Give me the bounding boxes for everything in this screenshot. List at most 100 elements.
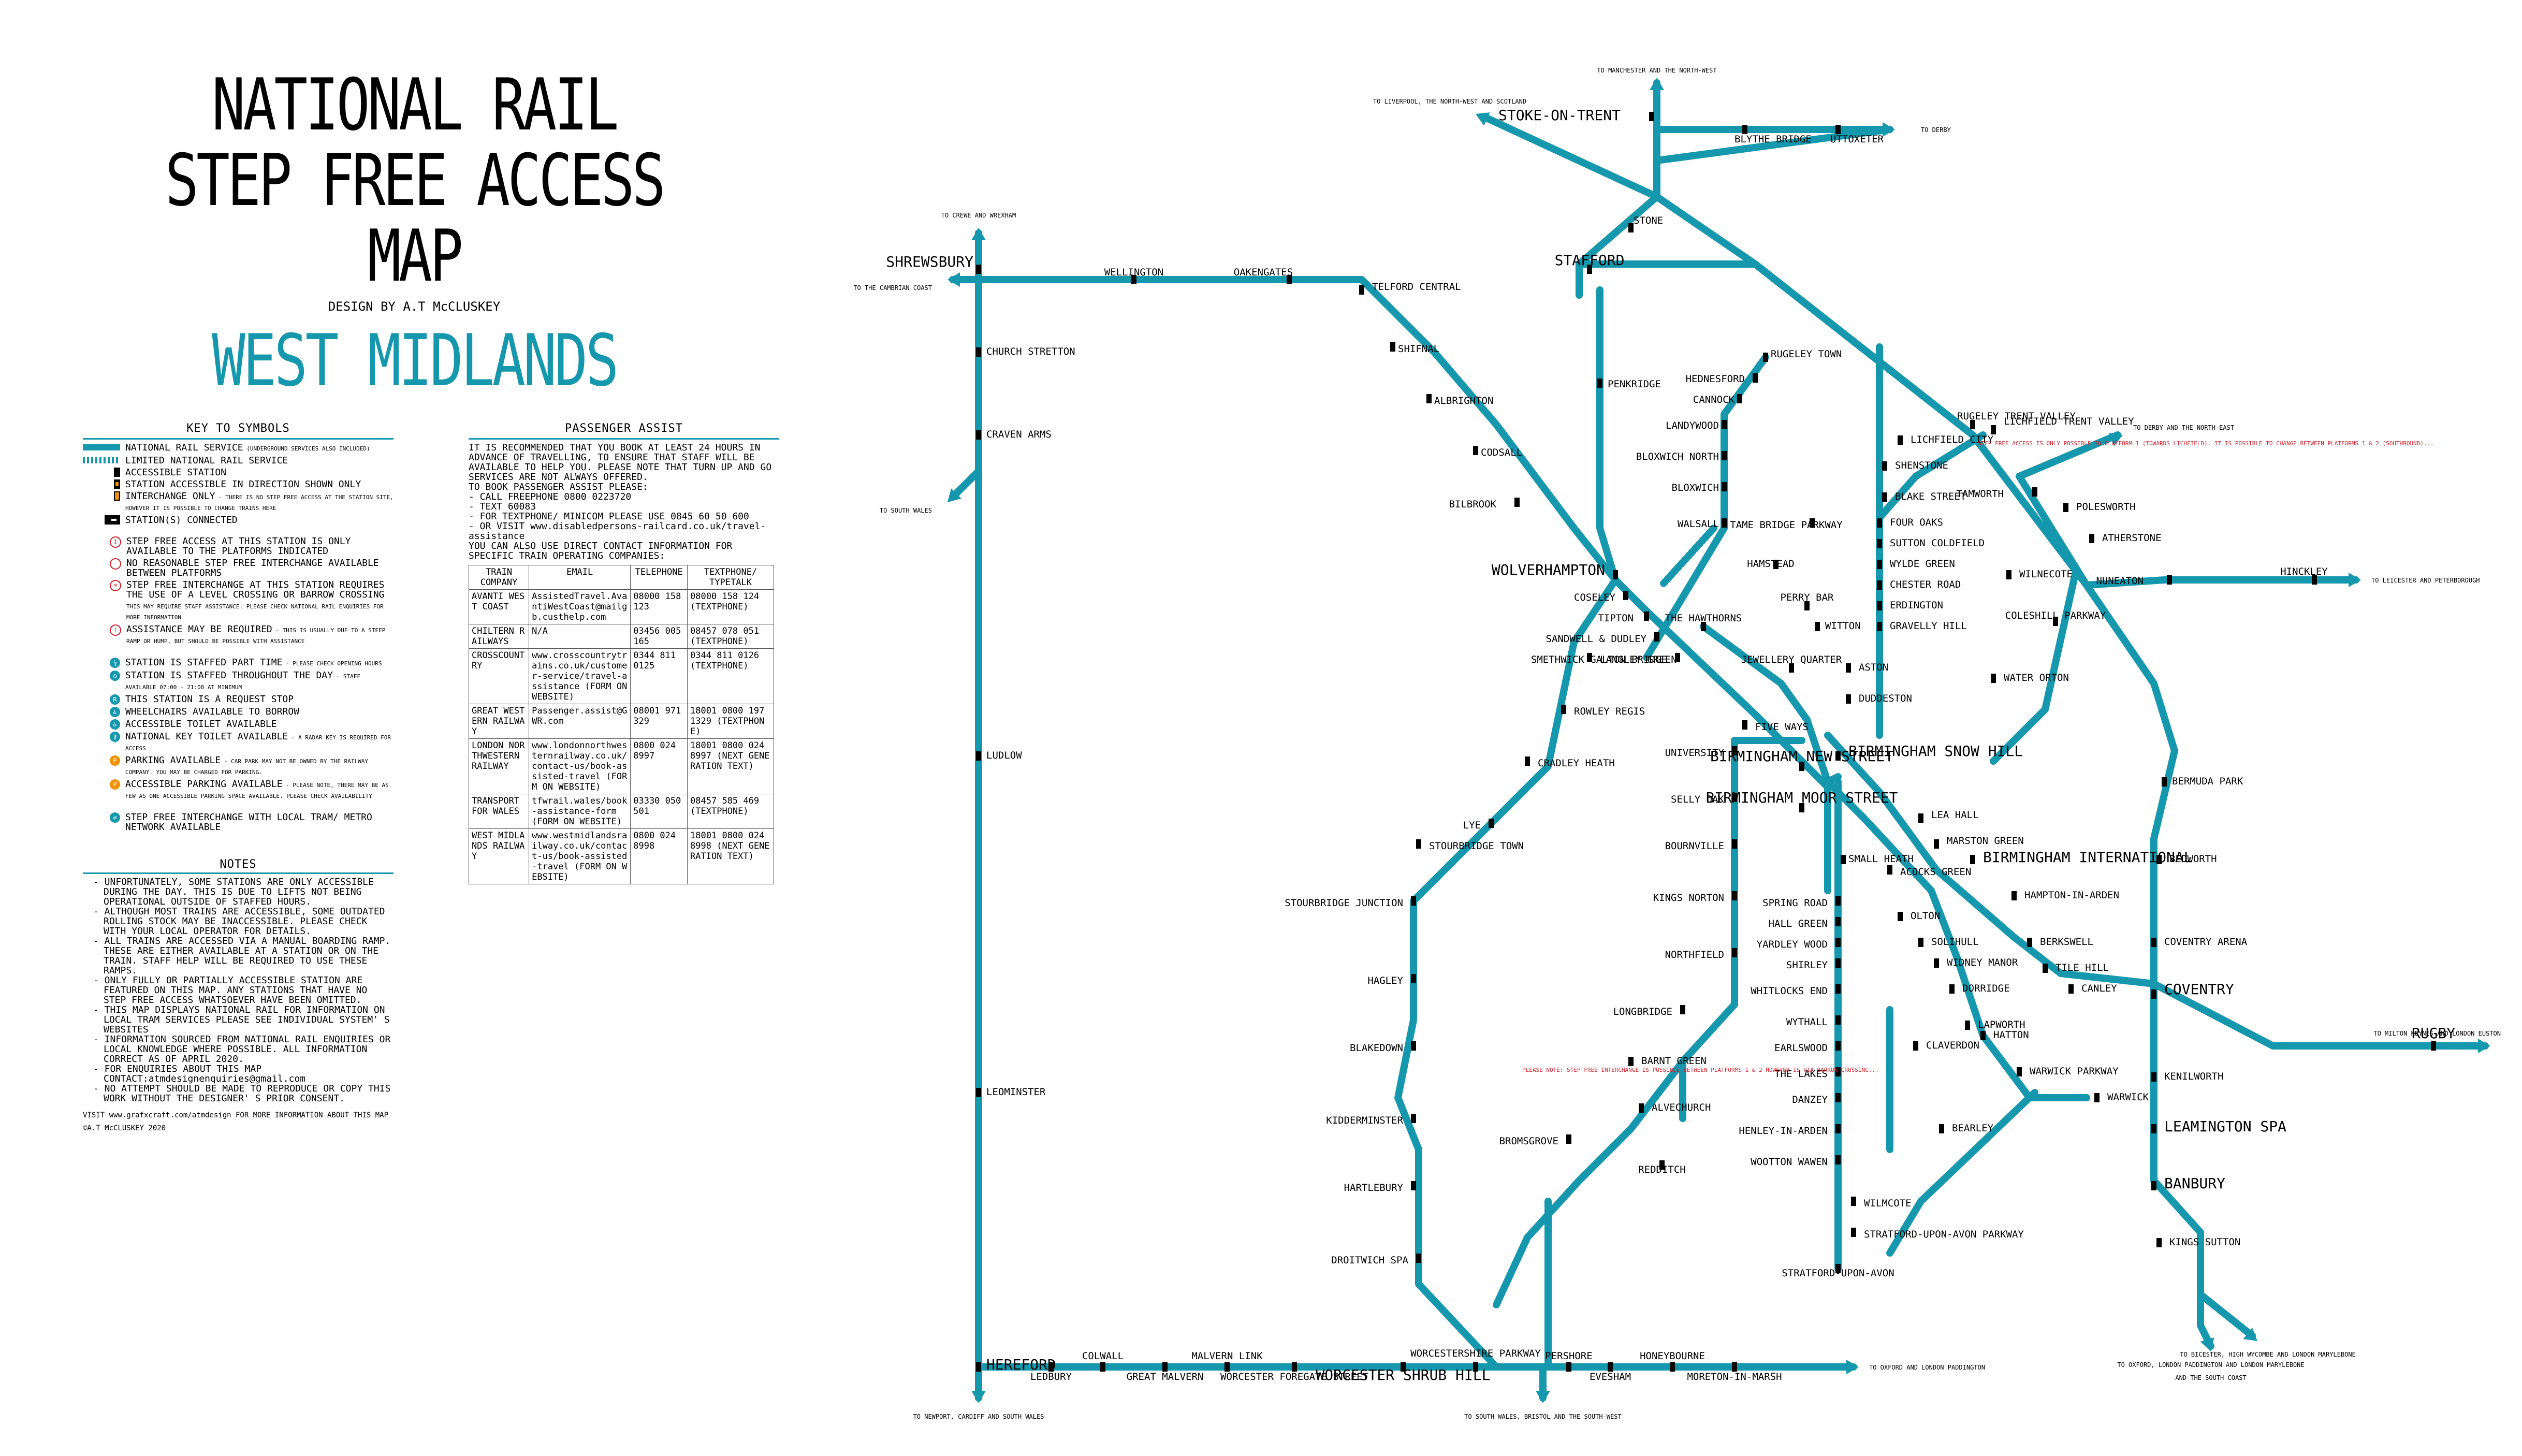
station-marker-lea_hall[interactable] bbox=[1918, 813, 1923, 823]
station-label-widney_manor[interactable]: WIDNEY MANOR bbox=[1947, 957, 2018, 968]
assist-email-cell[interactable]: www.londonnorthwesternrailway.co.uk/cont… bbox=[529, 738, 631, 794]
station-label-four_oaks[interactable]: FOUR OAKS bbox=[1890, 517, 1943, 528]
station-marker-cradley_heath[interactable] bbox=[1525, 756, 1530, 766]
station-marker-albrighton[interactable] bbox=[1426, 394, 1432, 403]
station-label-bearley[interactable]: BEARLEY bbox=[1952, 1123, 1994, 1134]
station-marker-marston_green[interactable] bbox=[1934, 839, 1939, 849]
station-marker-chester_road[interactable] bbox=[1877, 580, 1882, 590]
station-marker-hampton_arden[interactable] bbox=[2011, 891, 2017, 900]
station-marker-tamworth[interactable] bbox=[2032, 487, 2037, 497]
station-label-erdington[interactable]: ERDINGTON bbox=[1890, 600, 1943, 611]
station-label-gravelly_hill[interactable]: GRAVELLY HILL bbox=[1890, 620, 1967, 632]
station-marker-canley[interactable] bbox=[2068, 984, 2074, 994]
station-marker-rowley_regis[interactable] bbox=[1561, 705, 1566, 714]
station-marker-whitlocks_end[interactable] bbox=[1835, 984, 1841, 994]
station-label-kings_norton[interactable]: KINGS NORTON bbox=[1653, 892, 1724, 904]
station-label-berkswell[interactable]: BERKSWELL bbox=[2040, 936, 2093, 948]
station-marker-malvern_link[interactable] bbox=[1224, 1362, 1230, 1372]
station-marker-kings_sutton[interactable] bbox=[2156, 1238, 2162, 1247]
station-label-the_lakes[interactable]: THE LAKES bbox=[1774, 1068, 1828, 1080]
station-marker-the_lakes[interactable] bbox=[1835, 1067, 1841, 1076]
station-label-honeybourne[interactable]: HONEYBOURNE bbox=[1640, 1350, 1705, 1362]
station-marker-hartlebury[interactable] bbox=[1411, 1181, 1416, 1190]
station-label-lapworth[interactable]: LAPWORTH bbox=[1978, 1019, 2025, 1030]
assist-email-cell[interactable]: AssistedTravel.AvantiWestCoast@mailgb.cu… bbox=[529, 589, 631, 624]
station-label-snow_hill[interactable]: BIRMINGHAM SNOW HILL bbox=[1848, 742, 2023, 760]
station-label-moor_street[interactable]: BIRMINGHAM MOOR STREET bbox=[1706, 789, 1898, 806]
station-label-pershore[interactable]: PERSHORE bbox=[1545, 1350, 1593, 1362]
station-label-lichfield_tv[interactable]: LICHFIELD TRENT VALLEY bbox=[2004, 416, 2134, 427]
assist-email-cell[interactable]: www.crosscountrytrains.co.uk/customer-se… bbox=[529, 648, 631, 704]
station-marker-wilmcote[interactable] bbox=[1851, 1197, 1856, 1206]
station-label-wolverhampton[interactable]: WOLVERHAMPTON bbox=[1492, 561, 1605, 578]
station-label-sandwell[interactable]: SANDWELL & DUDLEY bbox=[1546, 633, 1647, 645]
station-marker-coventry[interactable] bbox=[2151, 989, 2156, 999]
station-marker-new_street[interactable] bbox=[1799, 762, 1804, 771]
station-marker-honeybourne[interactable] bbox=[1670, 1362, 1675, 1372]
station-label-aston[interactable]: ASTON bbox=[1859, 662, 1888, 673]
station-marker-shifnal[interactable] bbox=[1390, 342, 1395, 352]
station-marker-bloxwich[interactable] bbox=[1722, 482, 1727, 491]
station-marker-lichfield_city[interactable] bbox=[1898, 435, 1903, 445]
station-marker-great_malvern[interactable] bbox=[1162, 1362, 1168, 1372]
station-label-nuneaton[interactable]: NUNEATON bbox=[2096, 575, 2144, 587]
station-label-tame_bridge[interactable]: TAME BRIDGE PARKWAY bbox=[1730, 519, 1843, 531]
station-marker-bermuda_park[interactable] bbox=[2162, 777, 2167, 787]
station-label-hamstead[interactable]: HAMSTEAD bbox=[1747, 558, 1795, 570]
station-marker-yardley_wood[interactable] bbox=[1835, 938, 1841, 947]
station-marker-blake_street[interactable] bbox=[1882, 492, 1887, 502]
station-marker-wellington[interactable] bbox=[1131, 275, 1136, 284]
station-label-coventry_arena[interactable]: COVENTRY ARENA bbox=[2164, 936, 2248, 948]
station-marker-moor_street[interactable] bbox=[1799, 803, 1804, 812]
station-label-whitlocks_end[interactable]: WHITLOCKS END bbox=[1751, 985, 1828, 997]
station-marker-danzey[interactable] bbox=[1835, 1093, 1841, 1102]
station-marker-widney_manor[interactable] bbox=[1934, 958, 1939, 968]
station-marker-longbridge[interactable] bbox=[1680, 1005, 1685, 1014]
station-marker-wootton_wawen[interactable] bbox=[1835, 1155, 1841, 1164]
station-marker-witton[interactable] bbox=[1815, 622, 1820, 631]
station-label-duddeston[interactable]: DUDDESTON bbox=[1859, 693, 1912, 704]
station-marker-rugby[interactable] bbox=[2431, 1041, 2436, 1051]
station-marker-stratford[interactable] bbox=[1835, 1264, 1841, 1273]
station-label-warwick[interactable]: WARWICK bbox=[2107, 1091, 2149, 1103]
station-label-shrewsbury[interactable]: SHREWSBURY bbox=[886, 253, 973, 270]
station-label-oakengates[interactable]: OAKENGATES bbox=[1234, 267, 1293, 278]
station-label-stourbridge_jn[interactable]: STOURBRIDGE JUNCTION bbox=[1285, 897, 1403, 909]
station-marker-dorridge[interactable] bbox=[1949, 984, 1955, 994]
station-label-lye[interactable]: LYE bbox=[1463, 820, 1481, 831]
station-label-telford[interactable]: TELFORD CENTRAL bbox=[1372, 281, 1461, 293]
station-label-wellington[interactable]: WELLINGTON bbox=[1104, 267, 1163, 278]
station-label-ledbury[interactable]: LEDBURY bbox=[1030, 1371, 1072, 1382]
station-marker-wythall[interactable] bbox=[1835, 1015, 1841, 1025]
station-label-wythall[interactable]: WYTHALL bbox=[1786, 1016, 1828, 1028]
station-marker-blythe[interactable] bbox=[1742, 125, 1747, 134]
station-marker-craven_arms[interactable] bbox=[976, 430, 981, 440]
station-label-selly_oak[interactable]: SELLY OAK bbox=[1671, 794, 1725, 805]
station-marker-five_ways[interactable] bbox=[1742, 720, 1747, 730]
station-marker-perry_barr[interactable] bbox=[1804, 601, 1810, 610]
station-label-redditch[interactable]: REDDITCH bbox=[1638, 1164, 1686, 1175]
station-label-yardley_wood[interactable]: YARDLEY WOOD bbox=[1757, 939, 1828, 950]
station-label-bilbrook[interactable]: BILBROOK bbox=[1449, 499, 1496, 510]
station-marker-stafford[interactable] bbox=[1587, 265, 1592, 274]
station-label-church_stretton[interactable]: CHURCH STRETTON bbox=[986, 346, 1075, 357]
station-label-moreton[interactable]: MORETON-IN-MARSH bbox=[1687, 1371, 1782, 1382]
station-label-codsall[interactable]: CODSALL bbox=[1481, 447, 1522, 458]
station-marker-penkridge[interactable] bbox=[1597, 378, 1602, 388]
station-label-blake_street[interactable]: BLAKE STREET bbox=[1895, 491, 1966, 502]
station-marker-lapworth[interactable] bbox=[1965, 1021, 1970, 1030]
station-label-stoke[interactable]: STOKE-ON-TRENT bbox=[1498, 107, 1621, 124]
station-marker-hatton[interactable] bbox=[1980, 1031, 1986, 1040]
station-label-hinckley[interactable]: HINCKLEY bbox=[2280, 566, 2328, 577]
station-label-spring_road[interactable]: SPRING ROAD bbox=[1762, 897, 1828, 909]
station-marker-redditch[interactable] bbox=[1659, 1160, 1665, 1170]
station-label-shifnal[interactable]: SHIFNAL bbox=[1398, 343, 1439, 355]
station-label-hampton_arden[interactable]: HAMPTON-IN-ARDEN bbox=[2024, 890, 2119, 901]
station-label-craven_arms[interactable]: CRAVEN ARMS bbox=[986, 429, 1052, 440]
station-marker-coleshill[interactable] bbox=[2053, 617, 2058, 626]
station-marker-kidderminster[interactable] bbox=[1411, 1114, 1416, 1123]
station-label-bermuda_park[interactable]: BERMUDA PARK bbox=[2172, 776, 2243, 787]
station-marker-worcestershire_pkwy[interactable] bbox=[1473, 1362, 1478, 1372]
station-marker-spring_road[interactable] bbox=[1835, 896, 1841, 906]
station-label-malvern_link[interactable]: MALVERN LINK bbox=[1191, 1350, 1263, 1362]
